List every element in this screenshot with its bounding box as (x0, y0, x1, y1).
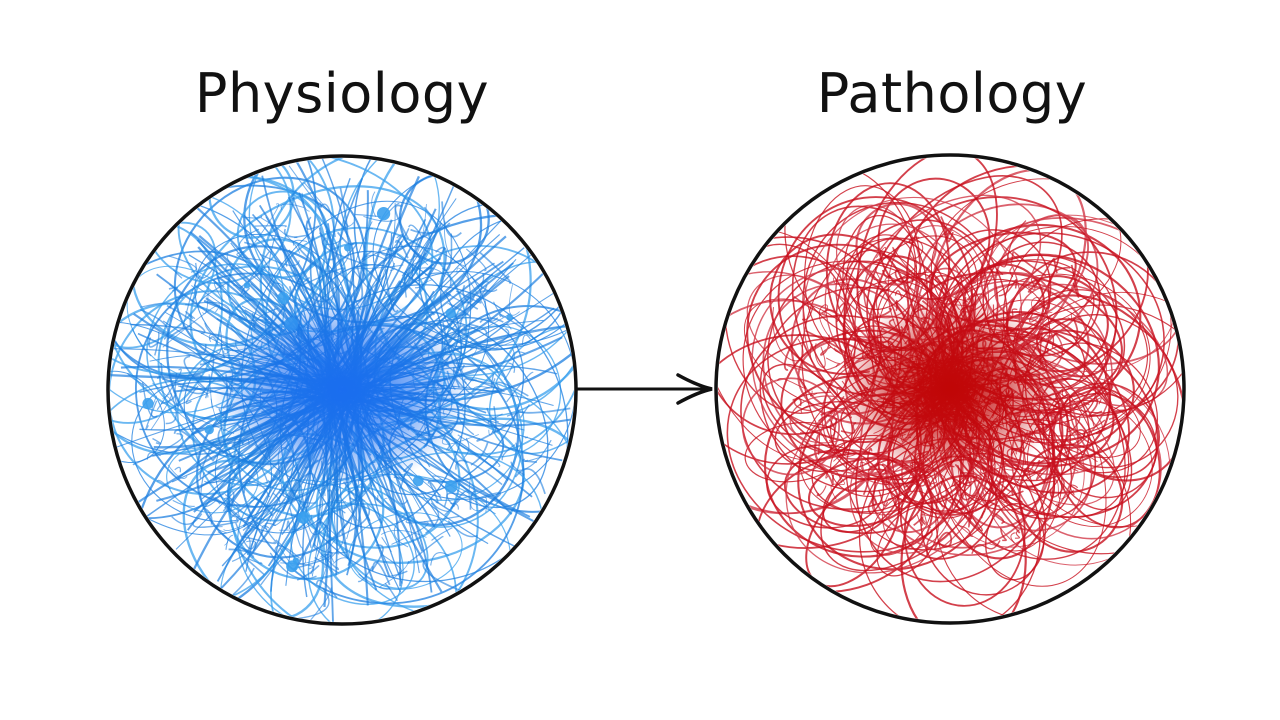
physiology-title: Physiology (194, 62, 490, 125)
pathology-circle-border (714, 153, 1186, 625)
pathology-network (714, 153, 1186, 625)
physiology-network (106, 154, 578, 626)
physiology-circle-border (106, 154, 578, 626)
transition-arrow (577, 373, 713, 405)
arrow-head-icon (676, 373, 713, 405)
pathology-title: Pathology (816, 62, 1088, 125)
